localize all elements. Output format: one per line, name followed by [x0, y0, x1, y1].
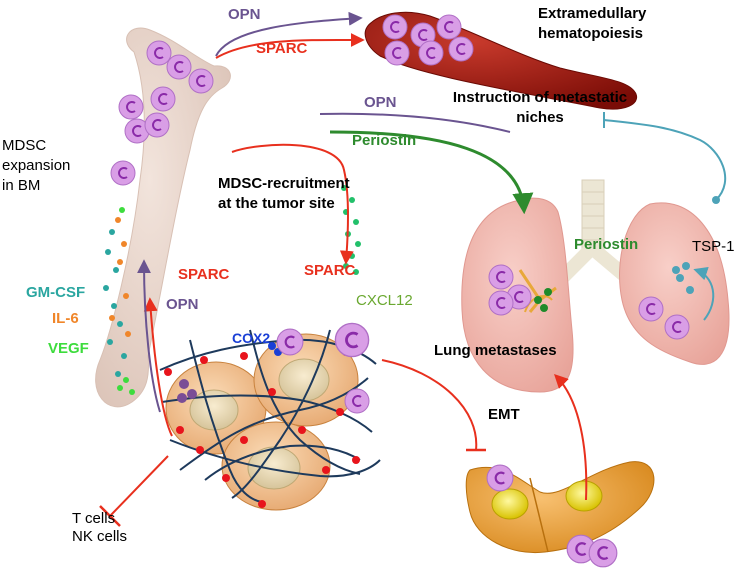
opn-label-left: OPN: [166, 296, 199, 313]
emt-label: EMT: [488, 406, 520, 423]
cytokine-dots: [103, 185, 720, 395]
periostin-label-top: Periostin: [352, 132, 417, 149]
cxcl12-label: CXCL12: [356, 292, 413, 309]
gm-csf-label: GM-CSF: [26, 284, 86, 301]
cox2-label: COX2: [232, 330, 271, 346]
sparc-label-center: SPARC: [304, 262, 356, 279]
opn-label-top: OPN: [228, 6, 261, 23]
nk-cells-label: NK cells: [72, 528, 128, 545]
bone-marrow-icon: [95, 27, 231, 408]
vegf-label: VEGF: [48, 340, 89, 357]
sparc-label-top: SPARC: [256, 40, 308, 57]
extramedullary-label: Extramedullary hematopoiesis: [538, 5, 647, 42]
sparc-label-left: SPARC: [178, 266, 230, 283]
tumor-cells-icon: [159, 329, 381, 511]
lungs-icon: [461, 179, 730, 393]
mdsc-recruitment-label: MDSC-recruitment at the tumor site: [218, 175, 350, 212]
il6-label: IL-6: [52, 310, 79, 327]
emt-cells-icon: [465, 461, 655, 554]
instruction-label: Instruction of metastatic niches: [452, 89, 628, 126]
pathway-arrows: [99, 11, 727, 527]
t-cells-label: T cells: [72, 510, 116, 527]
tsp1-label: TSP-1: [692, 238, 735, 255]
lung-metastases-label: Lung metastases: [434, 342, 557, 359]
mdsc-expansion-label: MDSC expansion in BM: [2, 137, 71, 194]
periostin-label-lung: Periostin: [574, 236, 639, 253]
opn-label-mid: OPN: [364, 94, 397, 111]
